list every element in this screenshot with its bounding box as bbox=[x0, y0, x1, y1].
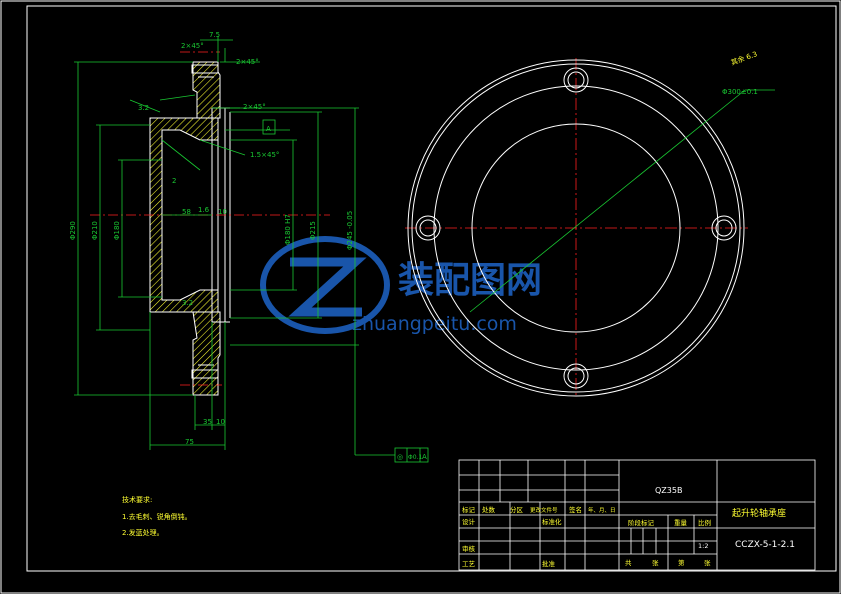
section-view: 2×45° 7.5 2×45° 2×45° 1.5×45° A 58 3.2 3… bbox=[69, 31, 429, 463]
pitch-circle-label: Φ300±0.1 bbox=[722, 88, 758, 96]
section-top-flange bbox=[192, 61, 221, 119]
row-process: 工艺 bbox=[462, 560, 476, 568]
dim-width-flange: 10 bbox=[216, 418, 225, 426]
roughness-1: 1.6 bbox=[198, 206, 210, 214]
tolerance-symbol: ◎ bbox=[397, 453, 403, 461]
surface-note: 其余 6.3 bbox=[730, 49, 759, 67]
dim-chamfer-top: 2×45° bbox=[181, 42, 204, 50]
scale: 1:2 bbox=[698, 542, 708, 550]
stage-mark: 阶段标记 bbox=[628, 518, 655, 527]
weight-label: 重量 bbox=[674, 519, 688, 527]
dim-inner-dia-1: Φ210 bbox=[91, 221, 99, 240]
roughness-mark: 3.2 bbox=[182, 299, 193, 307]
material: QZ35B bbox=[655, 486, 682, 495]
dim-width-inner: 35 bbox=[203, 418, 212, 426]
dim-chamfer-small: 1.5×45° bbox=[250, 151, 279, 159]
section-profile bbox=[149, 61, 221, 396]
title-block bbox=[458, 459, 816, 571]
sheets-unit: 张 bbox=[652, 558, 659, 567]
row-standard: 标准化 bbox=[542, 517, 562, 526]
col-zone: 分区 bbox=[510, 505, 524, 514]
tolerance-value: Φ0.1 bbox=[408, 454, 422, 461]
section-center-lines bbox=[90, 51, 330, 386]
outer-chamfer-circle bbox=[411, 63, 741, 393]
title-block-text: QZ35B 起升轮轴承座 CCZX-5-1-2.1 1:2 标记 处数 分区 更… bbox=[462, 486, 795, 568]
dim-depth: 58 bbox=[182, 208, 191, 216]
sheet-no: 第 bbox=[678, 558, 685, 567]
watermark-logo-z bbox=[288, 257, 367, 317]
dim-ten: 10 bbox=[218, 208, 227, 216]
sheets-total: 共 bbox=[625, 558, 632, 567]
section-dimension-lines bbox=[74, 36, 429, 463]
outer-circle bbox=[407, 59, 745, 397]
col-mark: 标记 bbox=[462, 505, 476, 514]
watermark-logo-ring bbox=[260, 236, 390, 334]
section-bottom-flange bbox=[192, 311, 221, 396]
roughness-mark-top: 3.2 bbox=[138, 104, 149, 112]
row-designer: 设计 bbox=[462, 517, 476, 526]
datum-a-label: A bbox=[266, 125, 271, 133]
tolerance-datum: A bbox=[422, 453, 427, 461]
front-leader bbox=[469, 89, 775, 313]
dim-bore-2: Φ215 bbox=[309, 221, 317, 240]
tech-title: 技术要求: bbox=[122, 495, 152, 504]
dim-chamfer-right: 2×45° bbox=[236, 58, 259, 66]
dim-bore-3: Φ245 -0.05 bbox=[346, 211, 354, 250]
row-review: 审核 bbox=[462, 544, 476, 553]
front-center-lines bbox=[405, 58, 748, 396]
small-num: 2 bbox=[172, 177, 176, 185]
col-count: 处数 bbox=[482, 505, 496, 514]
watermark-url-text: zhuangpeitu.com bbox=[352, 313, 517, 335]
bore-circle bbox=[471, 123, 681, 333]
tech-item-1: 1.去毛刺、锐角倒钝。 bbox=[122, 512, 192, 521]
inner-frame bbox=[26, 5, 837, 572]
watermark: 装配图网 zhuangpeitu.com bbox=[260, 236, 542, 335]
dim-bore-1: Φ180 H7 bbox=[284, 214, 292, 245]
col-date: 年、月、日 bbox=[588, 506, 616, 514]
ratio-label: 比例 bbox=[698, 518, 711, 527]
part-name: 起升轮轴承座 bbox=[732, 507, 786, 519]
tech-item-2: 2.发蓝处理。 bbox=[122, 528, 164, 537]
col-sign: 签名 bbox=[569, 505, 582, 514]
dim-overall-dia: Φ290 bbox=[69, 221, 77, 240]
row-approve: 批准 bbox=[542, 559, 556, 568]
drawing-number: CCZX-5-1-2.1 bbox=[735, 540, 795, 550]
dim-width-total: 75 bbox=[185, 438, 194, 446]
section-dimension-text: 2×45° 7.5 2×45° 2×45° 1.5×45° A 58 3.2 3… bbox=[69, 31, 427, 461]
tech-requirements: 技术要求: 1.去毛刺、锐角倒钝。 2.发蓝处理。 bbox=[122, 495, 192, 537]
dim-inner-dia-2: Φ180 bbox=[113, 221, 121, 240]
watermark-cn-text: 装配图网 bbox=[398, 260, 542, 301]
dim-top: 7.5 bbox=[209, 31, 220, 39]
bore-step-circle bbox=[433, 85, 719, 371]
sheet-unit2: 张 bbox=[704, 558, 711, 567]
col-change-doc: 更改文件号 bbox=[530, 506, 558, 514]
front-view: Φ300±0.1 其余 6.3 bbox=[405, 49, 775, 397]
front-circles bbox=[407, 59, 745, 397]
dim-chamfer-mid: 2×45° bbox=[243, 103, 266, 111]
